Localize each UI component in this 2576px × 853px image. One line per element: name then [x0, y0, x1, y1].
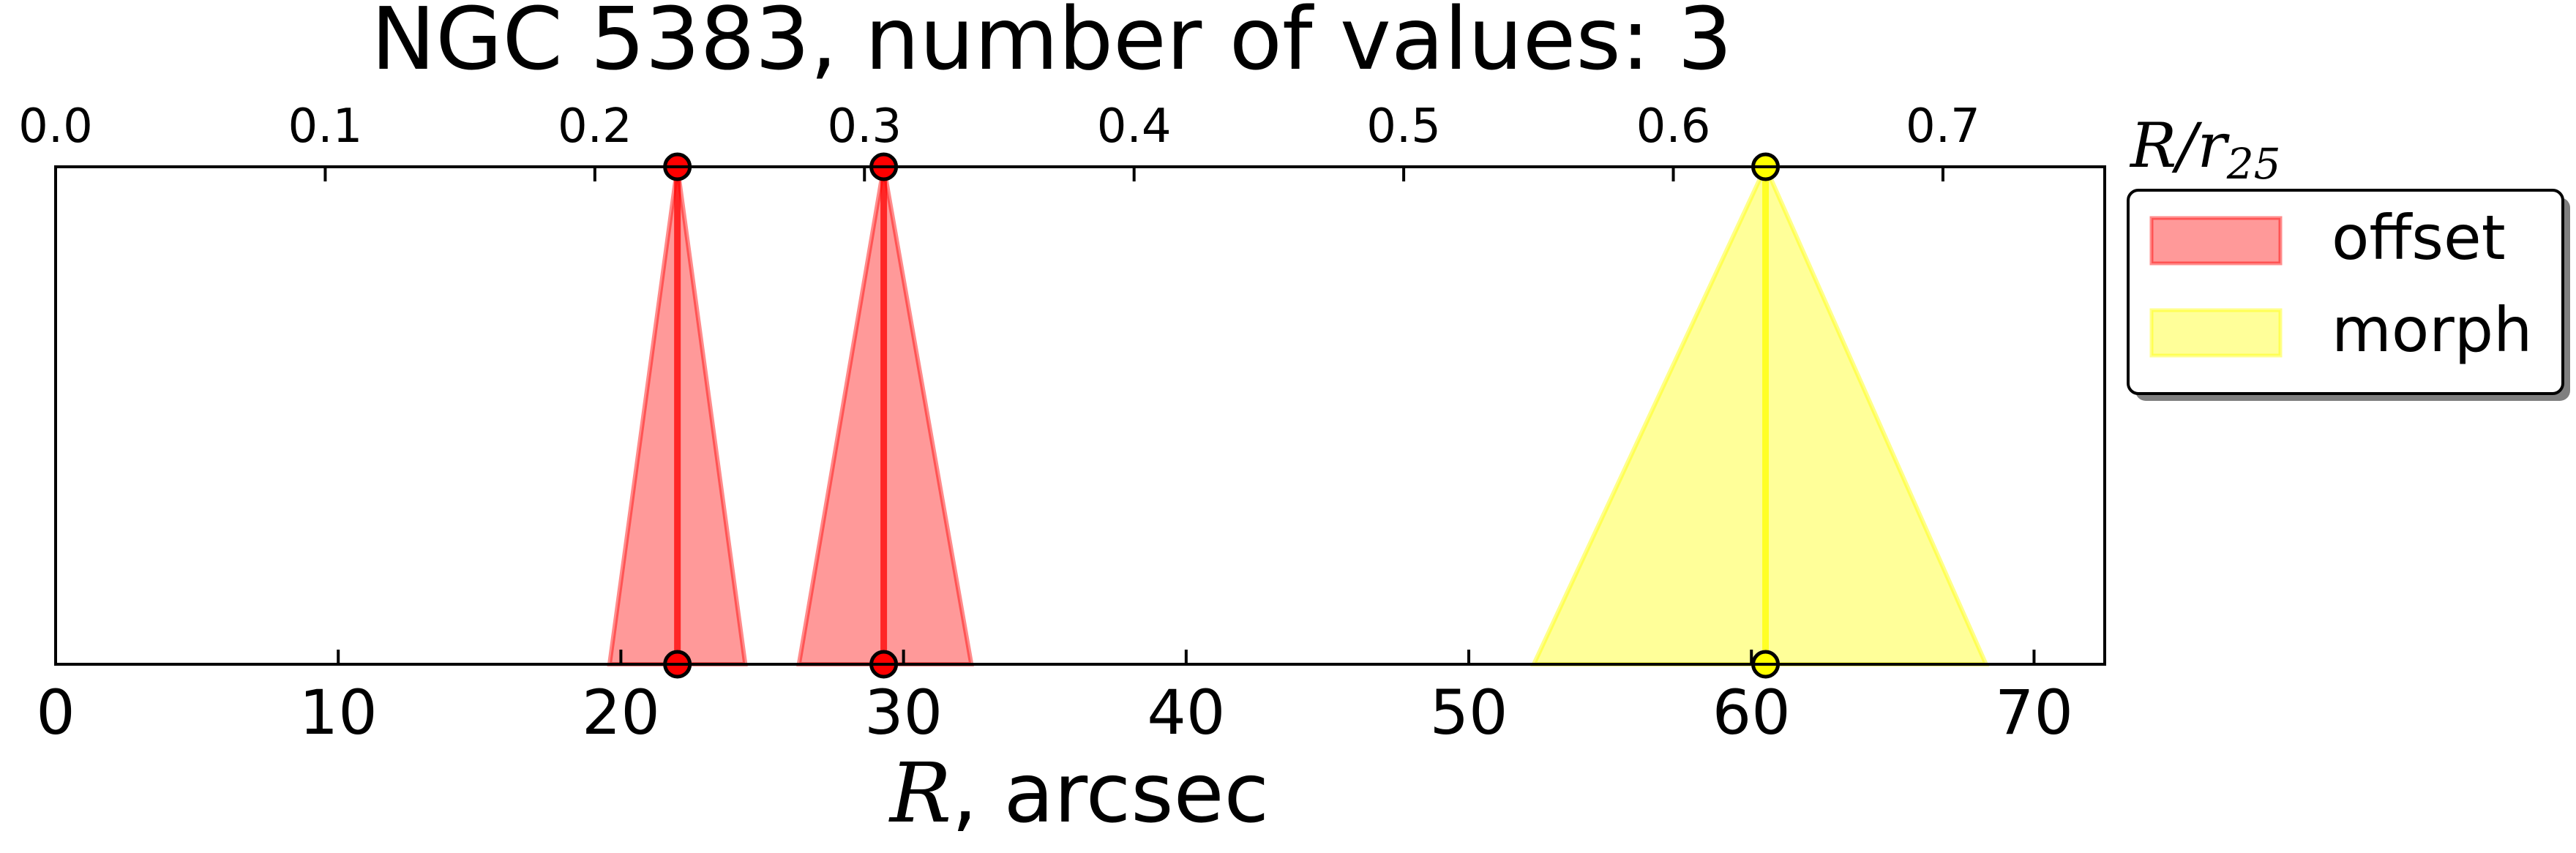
legend-items: offset morph	[2149, 202, 2532, 366]
x-axis-label-symbol: R	[888, 746, 951, 841]
top-tick-label: 0.3	[827, 99, 902, 154]
plot-frame	[54, 165, 2106, 666]
x-tick-label: 30	[864, 677, 943, 748]
x-tick-label: 40	[1147, 677, 1225, 748]
top-tick-label: 0.6	[1636, 99, 1711, 154]
x-tick-label: 20	[582, 677, 660, 748]
top-axis-label-symbol: R/r	[2129, 110, 2231, 181]
legend-swatch-offset	[2149, 216, 2283, 266]
x-axis-label-suffix: , arcsec	[951, 746, 1269, 841]
top-axis-label-subscript: 25	[2226, 139, 2281, 189]
top-tick-label: 0.4	[1097, 99, 1172, 154]
legend-label-morph: morph	[2332, 294, 2532, 366]
bottom-x-axis: 0 10 20 30 40 50 60 70	[36, 650, 2073, 748]
top-x-axis: 0.0 0.1 0.2 0.3 0.4 0.5 0.6 0.7	[18, 99, 1980, 181]
x-tick-label: 10	[299, 677, 378, 748]
legend-swatch-morph	[2149, 308, 2283, 358]
top-tick-label: 0.1	[288, 99, 363, 154]
x-tick-label: 0	[36, 677, 75, 748]
legend: offset morph	[2127, 189, 2570, 401]
x-axis-label: R, arcsec	[888, 746, 1269, 841]
x-tick-label: 50	[1430, 677, 1508, 748]
top-axis-label: R/r25	[2129, 110, 2281, 189]
top-tick-label: 0.2	[558, 99, 632, 154]
top-tick-label: 0.5	[1366, 99, 1441, 154]
x-tick-label: 60	[1712, 677, 1791, 748]
data-marks	[607, 152, 1990, 679]
chart-title: NGC 5383, number of values: 3	[371, 0, 1732, 89]
x-tick-label: 70	[1995, 677, 2073, 748]
top-tick-label: 0.0	[18, 99, 93, 154]
legend-label-offset: offset	[2332, 202, 2506, 274]
top-tick-label: 0.7	[1906, 99, 1980, 154]
